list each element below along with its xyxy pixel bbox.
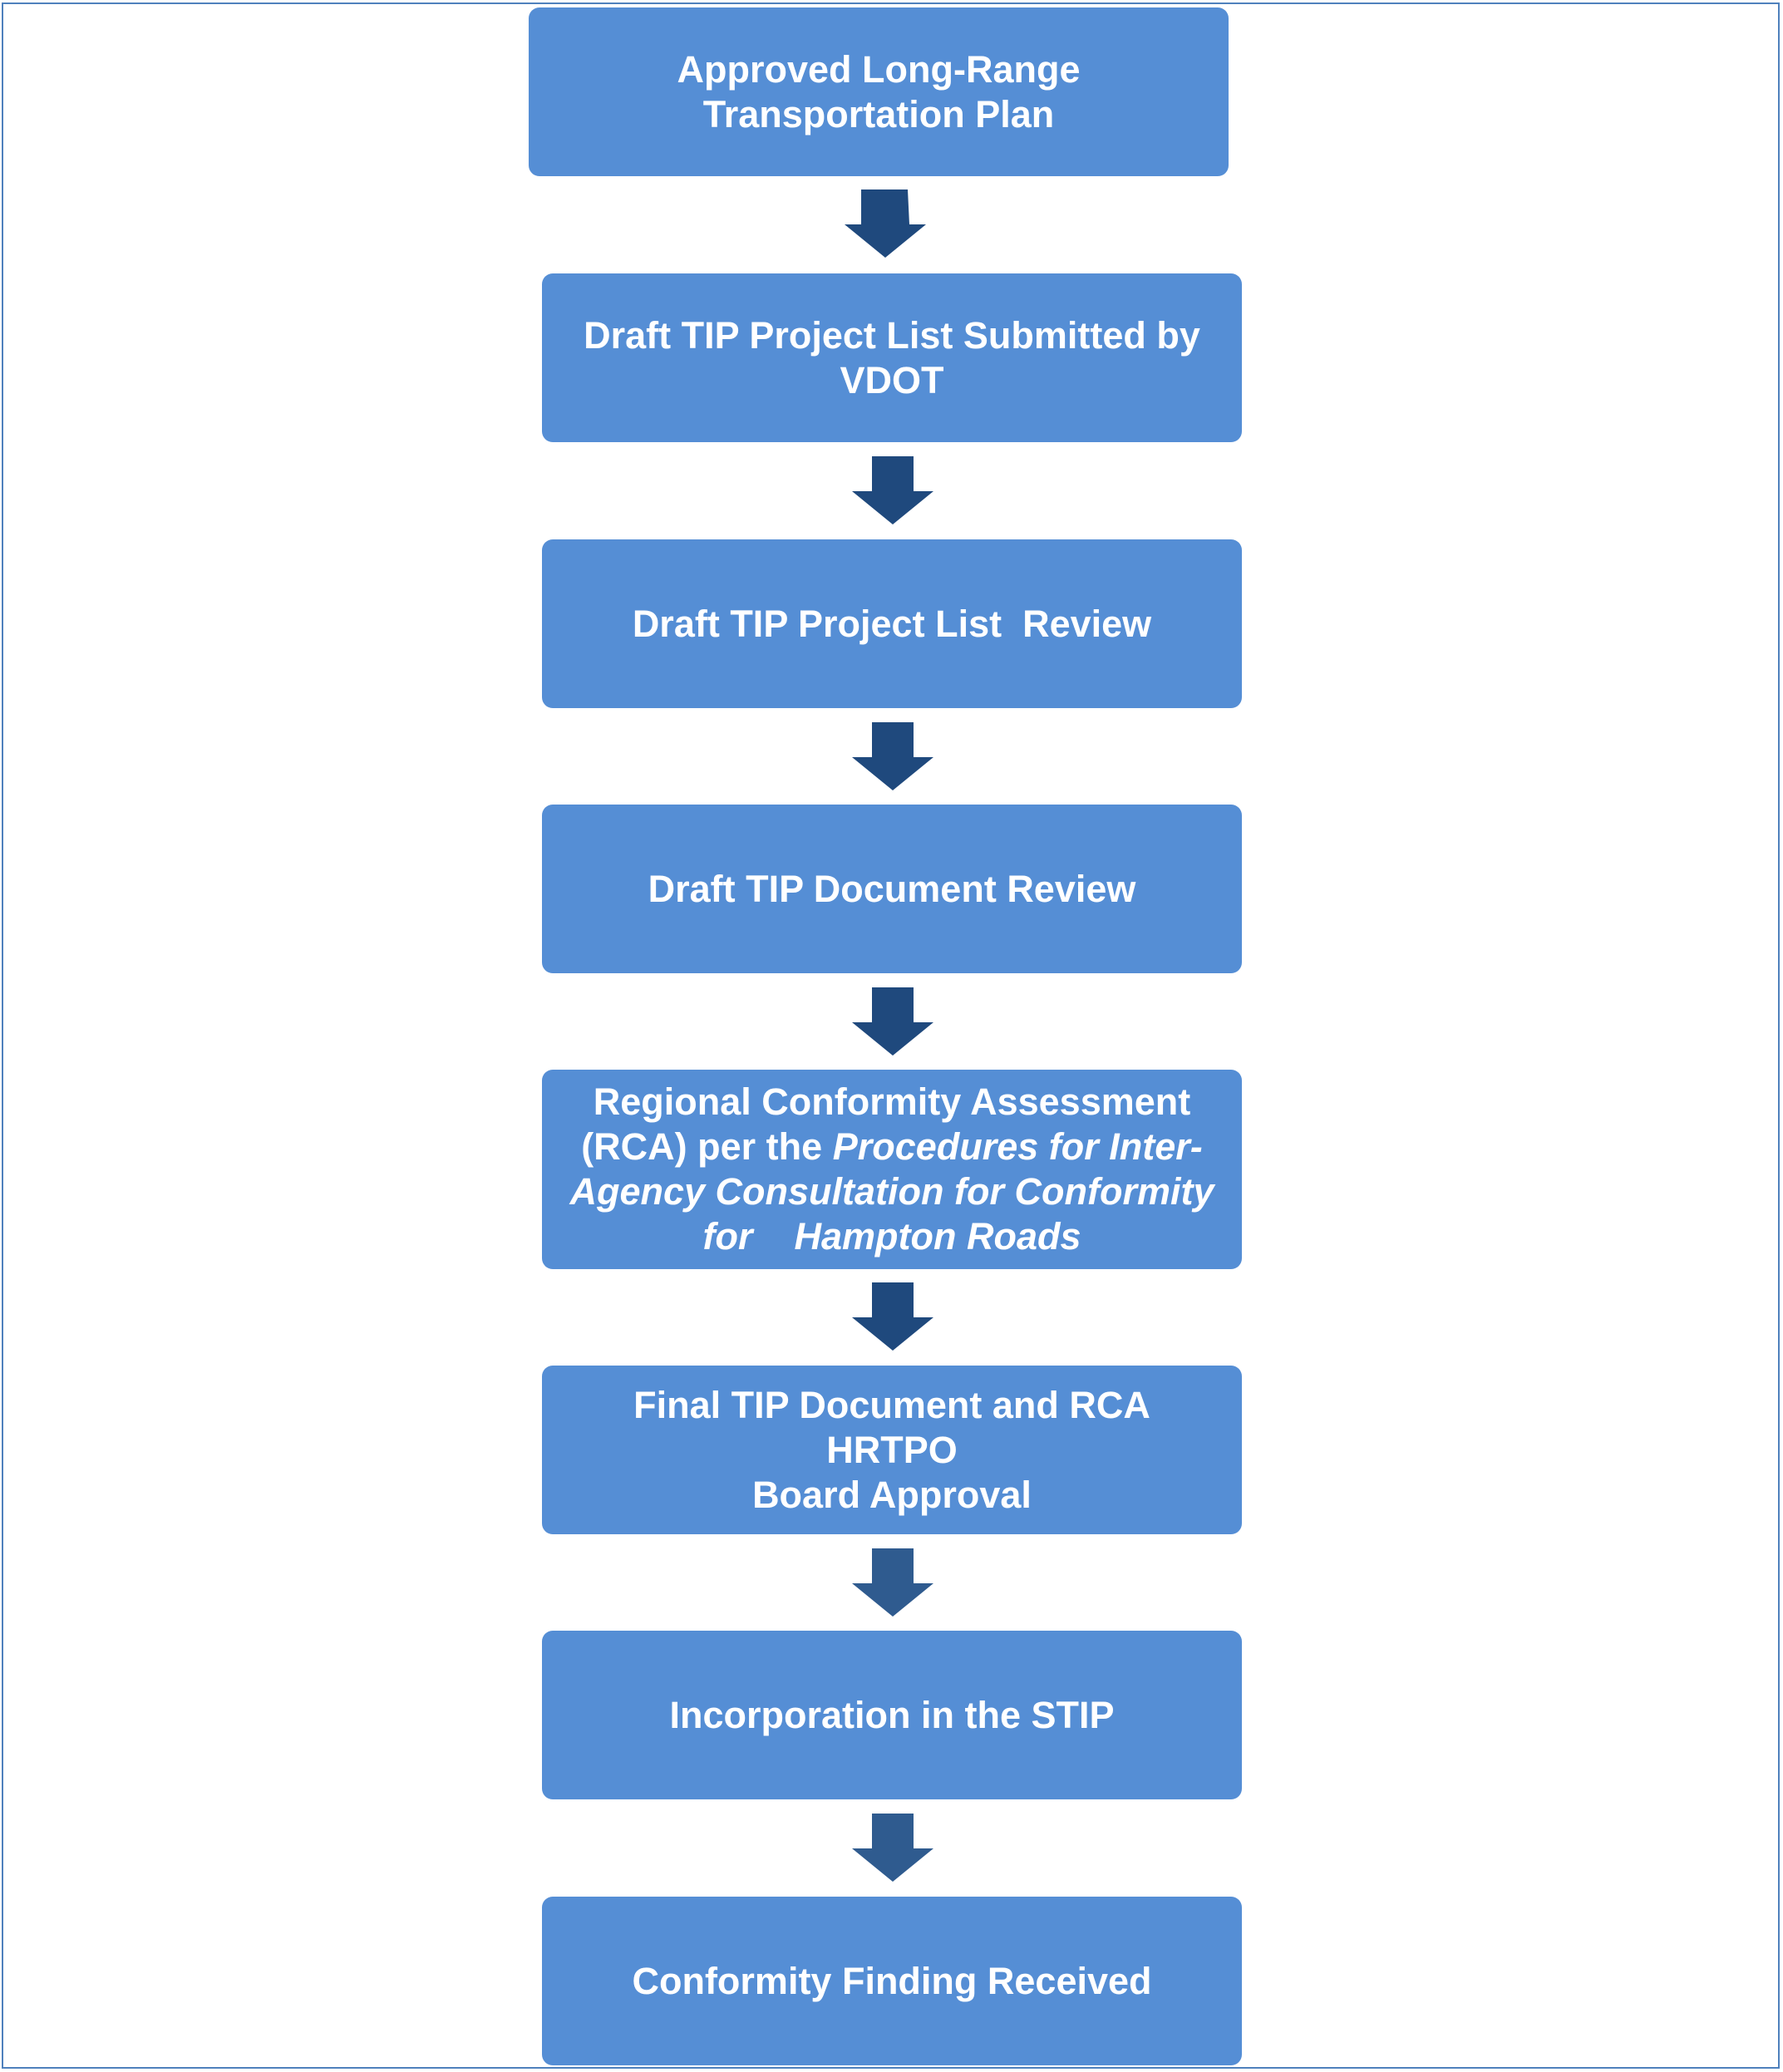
step-text-line: Draft TIP Document Review	[648, 867, 1136, 910]
down-arrow-icon	[852, 456, 933, 524]
step-text-line: (RCA) per the	[581, 1125, 833, 1168]
step-text-line: Approved Long-Range	[677, 47, 1081, 91]
step-text-line: Incorporation in the STIP	[669, 1693, 1115, 1736]
down-arrow-icon	[852, 1814, 933, 1882]
step-text-line: Regional Conformity Assessment	[593, 1080, 1191, 1123]
step-approved-long-range-plan: Approved Long-Range Transportation Plan	[529, 7, 1229, 176]
step-incorporation-in-stip: Incorporation in the STIP	[542, 1631, 1242, 1799]
step-text-line: Final TIP Document and RCA HRTPO	[633, 1383, 1150, 1471]
step-text-line: Transportation Plan	[702, 92, 1055, 135]
step-text-italic: for Hampton Roads	[702, 1215, 1081, 1257]
step-text-line: Draft TIP Project List Submitted by	[584, 313, 1200, 357]
step-text-line: Board Approval	[752, 1473, 1032, 1516]
step-conformity-finding-received: Conformity Finding Received	[542, 1897, 1242, 2065]
step-text-line: VDOT	[840, 358, 944, 401]
down-arrow-icon	[852, 1548, 933, 1617]
step-final-tip-board-approval: Final TIP Document and RCA HRTPO Board A…	[542, 1366, 1242, 1534]
down-arrow-icon	[852, 722, 933, 790]
down-arrow-icon	[852, 987, 933, 1056]
step-regional-conformity-assessment: Regional Conformity Assessment (RCA) per…	[542, 1070, 1242, 1269]
step-text-line: Draft TIP Project List Review	[632, 602, 1152, 645]
step-text-italic: Procedures for Inter-	[832, 1125, 1203, 1168]
step-draft-tip-document-review: Draft TIP Document Review	[542, 805, 1242, 973]
step-draft-tip-project-list-submitted: Draft TIP Project List Submitted by VDOT	[542, 273, 1242, 442]
step-text-italic: Agency Consultation for Conformity	[569, 1170, 1214, 1213]
down-arrow-icon	[852, 1282, 933, 1351]
down-arrow-icon	[845, 189, 926, 258]
step-draft-tip-project-list-review: Draft TIP Project List Review	[542, 539, 1242, 708]
step-text-line: Conformity Finding Received	[632, 1959, 1152, 2002]
